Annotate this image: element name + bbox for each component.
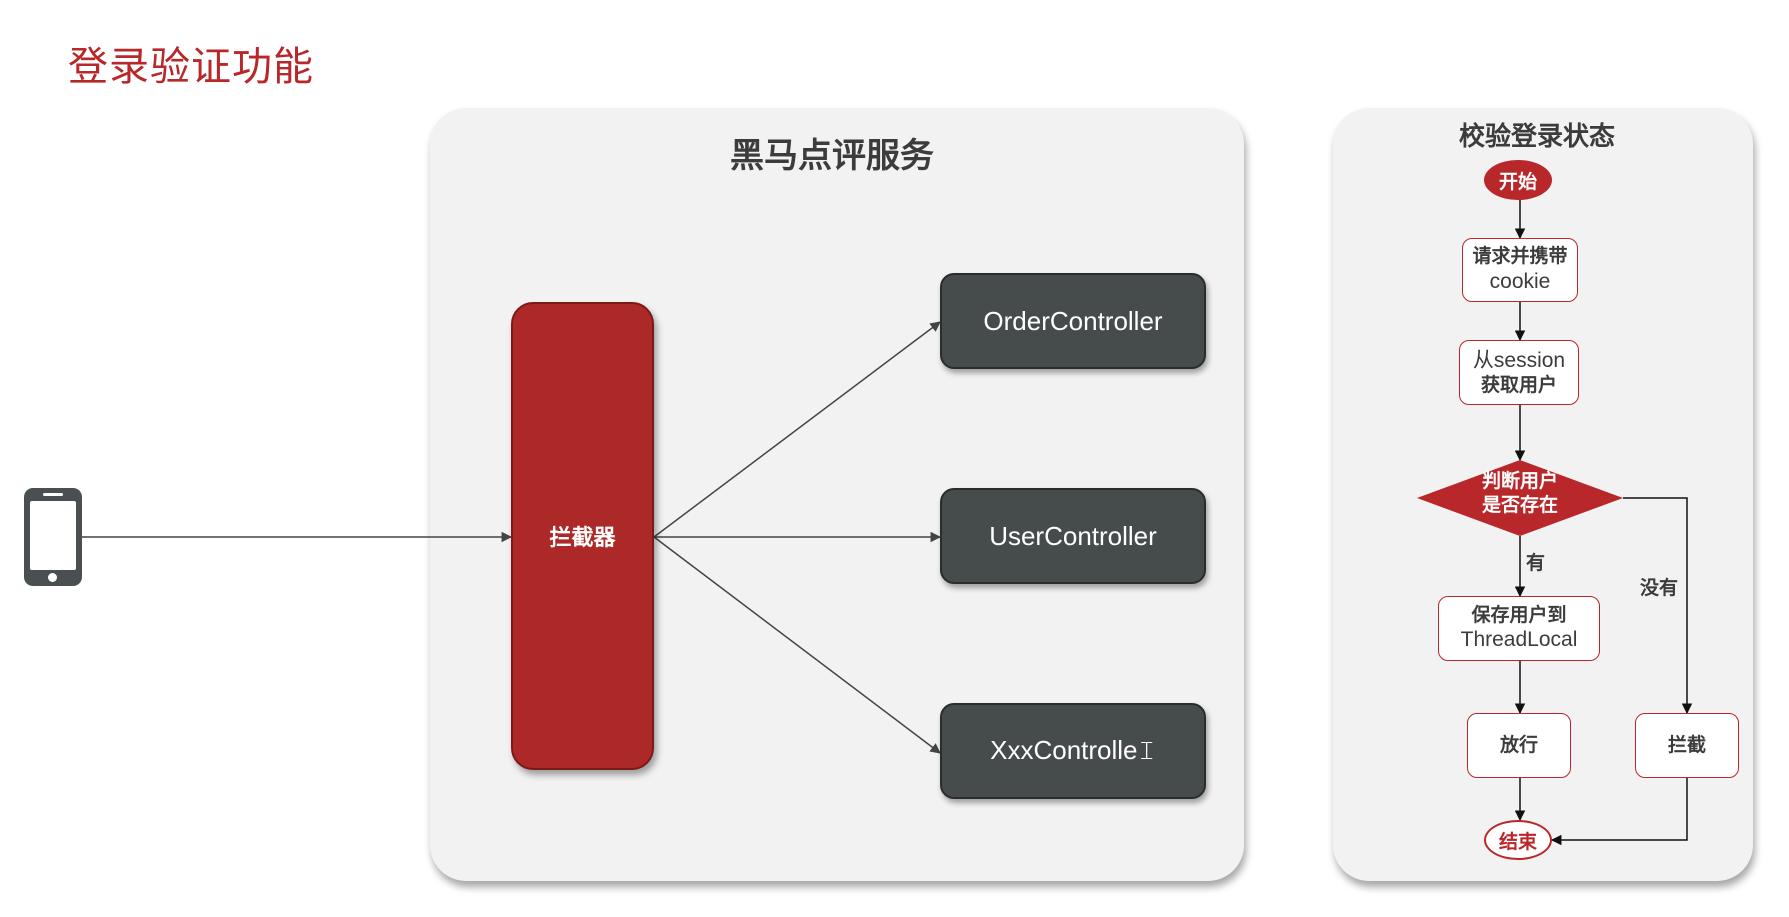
user-controller-box: UserController: [940, 488, 1206, 584]
flow-pass-node: 放行: [1467, 713, 1571, 778]
user-controller-label: UserController: [989, 520, 1157, 551]
decision-diamond: [1417, 460, 1623, 536]
order-controller-label: OrderController: [983, 305, 1163, 336]
interceptor-block: 拦截器: [511, 302, 654, 770]
page-title: 登录验证功能: [68, 44, 314, 90]
flow-end-label: 结束: [1498, 830, 1537, 853]
flow-save-line1: 保存用户到: [1471, 603, 1567, 626]
flow-request-node: 请求并携带 cookie: [1462, 238, 1578, 302]
flow-panel-title: 校验登录状态: [1459, 122, 1616, 152]
order-controller-box: OrderController: [940, 273, 1206, 369]
flow-decision-line1: 判断用户: [1481, 470, 1558, 492]
flow-session-node: 从session 获取用户: [1459, 340, 1579, 405]
phone-speaker: [43, 493, 63, 496]
service-panel-title: 黑马点评服务: [730, 136, 934, 176]
interceptor-to-order-arrow: [653, 321, 941, 538]
phone-home-button: [48, 573, 57, 582]
flow-request-line2: cookie: [1489, 269, 1551, 293]
flow-start-label: 开始: [1498, 170, 1537, 193]
flow-pass-label: 放行: [1499, 733, 1538, 756]
phone-screen: [30, 501, 76, 570]
flow-save-node: 保存用户到 ThreadLocal: [1438, 596, 1600, 661]
flow-block-node: 拦截: [1635, 713, 1739, 778]
flow-session-line2: 获取用户: [1480, 373, 1557, 396]
flow-start-node: 开始: [1484, 160, 1552, 200]
smartphone-icon: [24, 488, 82, 586]
flow-no-label: 没有: [1640, 577, 1679, 599]
block-to-end-arrow: [1550, 778, 1688, 846]
flow-session-line1: 从session: [1472, 348, 1566, 372]
flow-yes-label: 有: [1526, 552, 1546, 574]
flow-end-node: 结束: [1484, 820, 1552, 860]
xxx-controller-box: XxxControlle𝙸: [940, 703, 1206, 799]
flow-request-line1: 请求并携带: [1472, 245, 1568, 267]
flow-decision-label: 判断用户 是否存在: [1420, 469, 1620, 518]
flow-block-label: 拦截: [1667, 733, 1706, 756]
interceptor-label: 拦截器: [549, 526, 616, 551]
interceptor-to-xxx-arrow: [653, 536, 941, 754]
xxx-controller-label: XxxControlle𝙸: [990, 735, 1156, 765]
decision-to-block-arrow: [1623, 497, 1693, 715]
flow-save-line2: ThreadLocal: [1460, 628, 1578, 652]
flow-decision-line2: 是否存在: [1481, 494, 1558, 517]
